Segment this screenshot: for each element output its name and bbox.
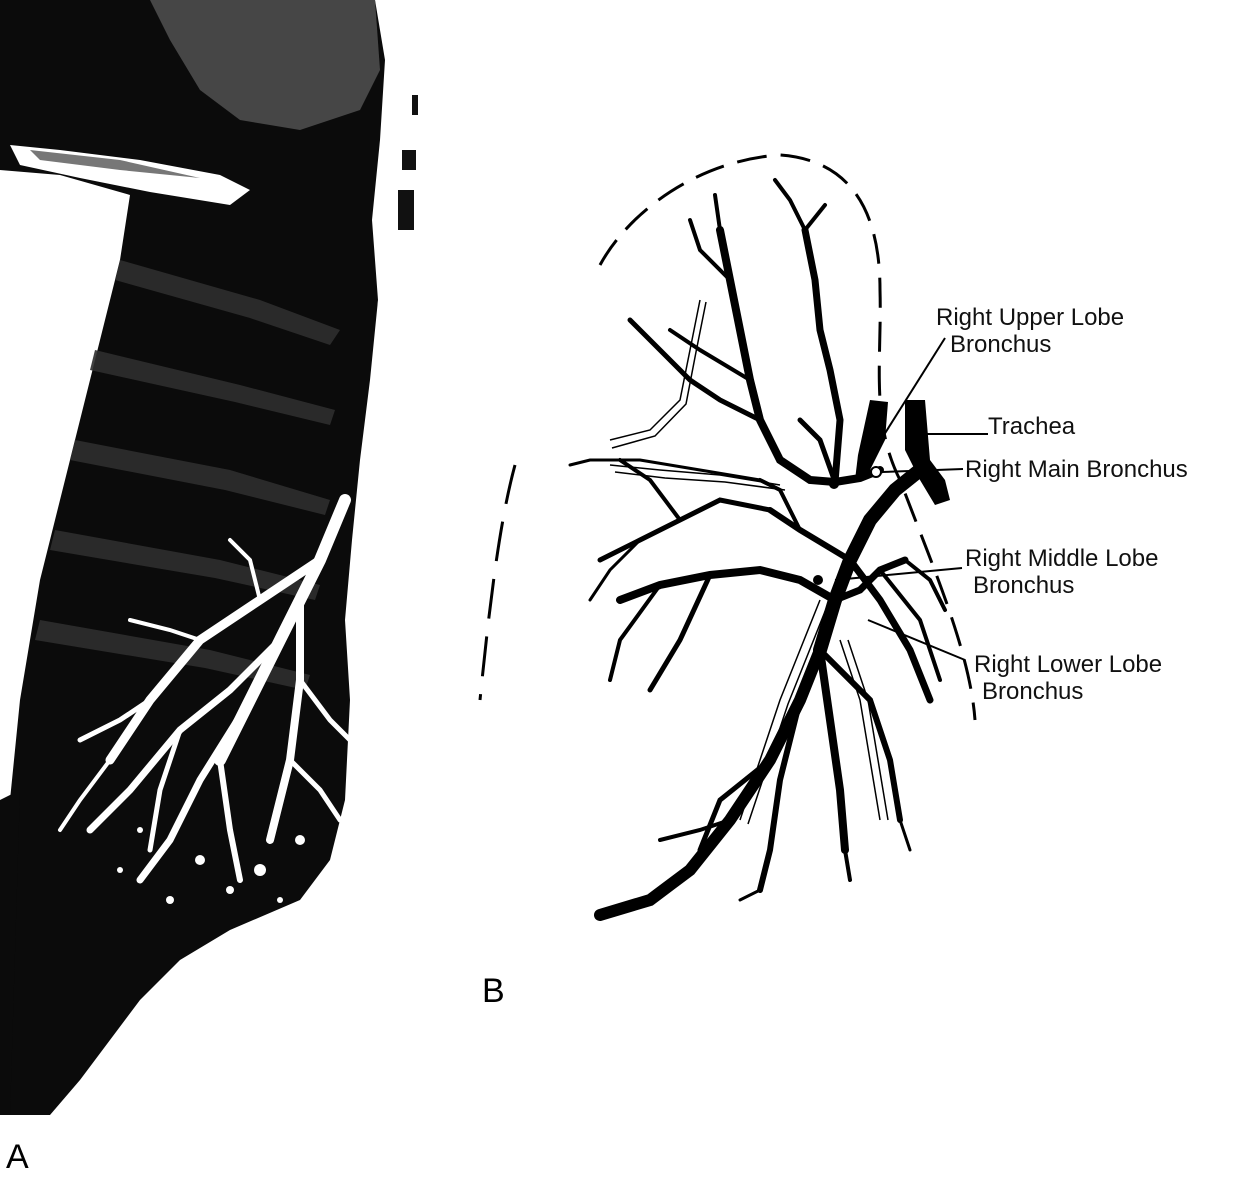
panel-letter-b: B — [482, 972, 505, 1011]
main-bronchi — [570, 180, 945, 915]
panel-letter-a: A — [6, 1138, 29, 1177]
trachea-shape — [905, 400, 950, 505]
label-trachea: Trachea — [988, 413, 1075, 440]
main-bronchus-dot — [871, 467, 881, 477]
label-right-lower-lobe-bronchus: Right Lower Lobe Bronchus — [974, 651, 1162, 705]
bronchial-tree-diagram — [460, 130, 1249, 930]
lung-outline-lateral — [480, 465, 515, 700]
bronchogram-radiograph — [0, 0, 440, 1115]
label-right-upper-lobe-bronchus: Right Upper Lobe Bronchus — [936, 304, 1124, 358]
label-right-main-bronchus: Right Main Bronchus — [965, 456, 1188, 483]
label-right-middle-lobe-bronchus: Right Middle Lobe Bronchus — [965, 545, 1158, 599]
